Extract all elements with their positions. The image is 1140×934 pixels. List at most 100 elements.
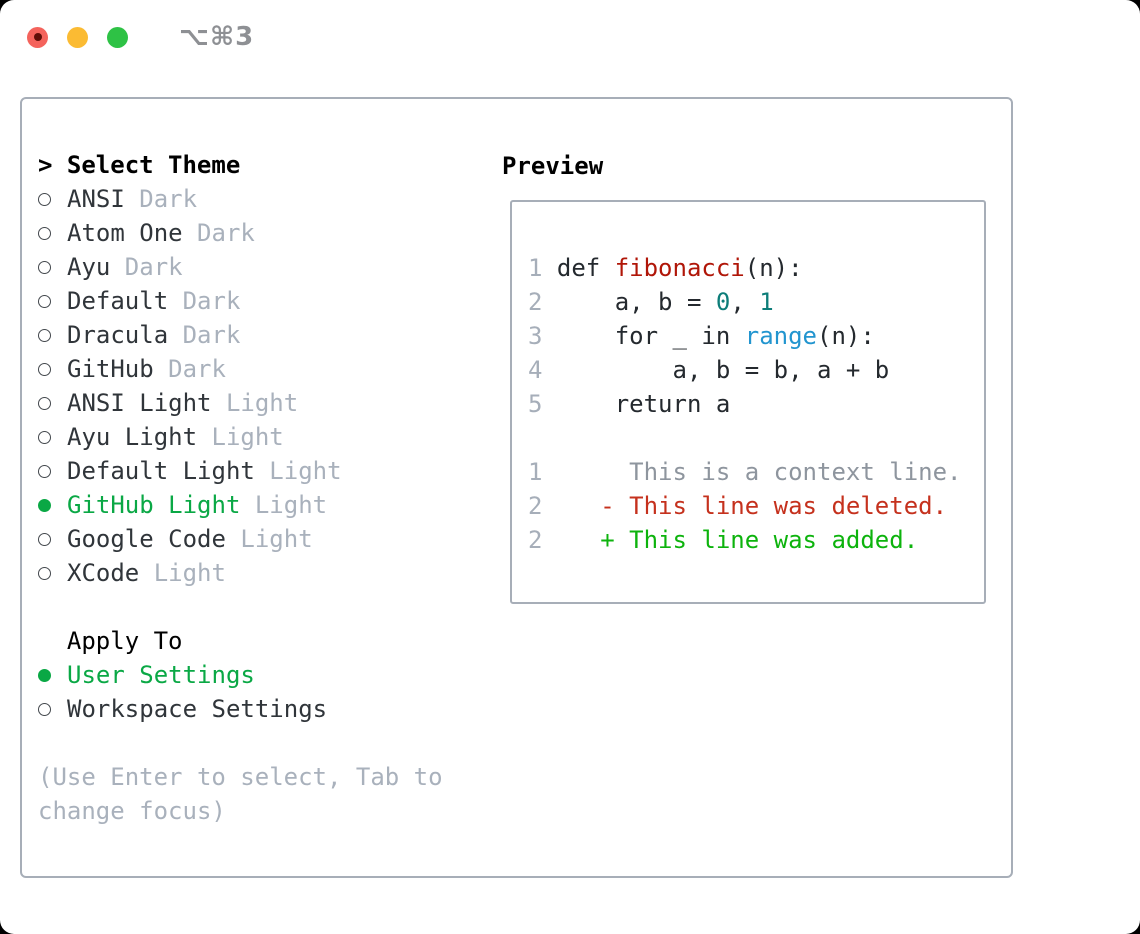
radio-selected-icon — [38, 668, 51, 682]
token-plain: (n): — [744, 254, 803, 282]
diff-deleted-line: 2 - This line was deleted. — [528, 489, 984, 523]
option-label: Google Code — [67, 525, 226, 553]
option-label: Dracula — [67, 321, 169, 349]
help-text-line-2: change focus) — [38, 797, 226, 825]
variant-label: Light — [197, 423, 284, 451]
token-fn: fibonacci — [614, 254, 745, 282]
code-line: 5 return a — [528, 387, 984, 421]
theme-option-default[interactable]: Default Dark — [38, 284, 443, 318]
apply-option-workspace-settings[interactable]: Workspace Settings — [38, 692, 443, 726]
apply-to-header: Apply To — [66, 627, 183, 655]
radio-unselected-icon — [38, 328, 51, 342]
titlebar: ⌥⌘3 — [27, 22, 254, 52]
radio-unselected-icon — [38, 430, 51, 444]
radio-unselected-icon — [38, 362, 51, 376]
radio-selected-icon — [38, 498, 51, 512]
radio-unselected-icon — [38, 226, 51, 240]
code-line: 4 a, b = b, a + b — [528, 353, 984, 387]
token-plain: for _ in — [556, 322, 745, 350]
select-theme-title: Select Theme — [66, 151, 241, 179]
spacer — [38, 726, 443, 760]
option-label: XCode — [67, 559, 140, 587]
option-label: Atom One — [67, 219, 183, 247]
minimize-button[interactable] — [67, 26, 88, 48]
spacer — [38, 590, 443, 624]
option-label: ANSI — [67, 185, 125, 213]
option-label: Default — [67, 287, 169, 315]
token-plain: (n): — [817, 322, 875, 350]
theme-option-github[interactable]: GitHub Dark — [38, 352, 443, 386]
token-builtin: range — [744, 322, 817, 350]
theme-option-xcode[interactable]: XCode Light — [38, 556, 443, 590]
code-line: 2 a, b = 0, 1 — [528, 285, 984, 319]
token-add: + This line was added. — [556, 526, 919, 554]
token-ctx: This is a context line. — [556, 458, 962, 486]
theme-option-github-light[interactable]: GitHub Light Light — [38, 488, 443, 522]
window-title: ⌥⌘3 — [179, 22, 255, 52]
line-number: 1 — [528, 458, 557, 486]
token-plain: a, b = — [556, 288, 716, 316]
prompt-icon: > — [38, 151, 53, 179]
variant-label: Light — [254, 457, 342, 485]
variant-label: Dark — [153, 355, 226, 383]
select-theme-header: > Select Theme — [38, 148, 443, 182]
line-number: 2 — [528, 526, 557, 554]
token-plain: a, b = b, a + b — [556, 356, 890, 384]
variant-label: Dark — [168, 321, 241, 349]
radio-unselected-icon — [38, 294, 51, 308]
variant-label: Light — [211, 389, 299, 417]
token-num: 1 — [759, 288, 774, 316]
theme-option-ayu[interactable]: Ayu Dark — [38, 250, 443, 284]
theme-option-atom-one[interactable]: Atom One Dark — [38, 216, 443, 250]
code-line: 3 for _ in range(n): — [528, 319, 984, 353]
token-del: - This line was deleted. — [556, 492, 948, 520]
line-number: 1 — [528, 254, 557, 282]
line-number: 5 — [528, 390, 557, 418]
radio-unselected-icon — [38, 192, 51, 206]
token-num: 0 — [715, 288, 731, 316]
option-label: Default Light — [67, 457, 255, 485]
line-number: 2 — [528, 492, 557, 520]
diff-context-line: 1 This is a context line. — [528, 455, 984, 489]
radio-unselected-icon — [38, 260, 51, 274]
zoom-button[interactable] — [107, 26, 128, 48]
token-plain: , — [730, 288, 760, 316]
close-dot-icon — [33, 33, 42, 41]
theme-option-ansi-light[interactable]: ANSI Light Light — [38, 386, 443, 420]
option-label: ANSI Light — [67, 389, 212, 417]
theme-option-dracula[interactable]: Dracula Dark — [38, 318, 443, 352]
line-number: 4 — [528, 356, 557, 384]
option-label: Ayu Light — [67, 423, 198, 451]
variant-label: Dark — [110, 253, 183, 281]
token-plain: return a — [556, 390, 731, 418]
apply-option-user-settings[interactable]: User Settings — [38, 658, 443, 692]
blank-line — [528, 421, 984, 455]
theme-option-ansi[interactable]: ANSI Dark — [38, 182, 443, 216]
option-label: GitHub Light — [67, 491, 241, 519]
option-label: Workspace Settings — [67, 695, 328, 723]
variant-label: Light — [225, 525, 313, 553]
variant-label: Light — [139, 559, 226, 587]
code-line: 1 def fibonacci(n): — [528, 251, 984, 285]
diff-added-line: 2 + This line was added. — [528, 523, 984, 557]
variant-label: Dark — [168, 287, 241, 315]
line-number: 3 — [528, 322, 557, 350]
theme-option-ayu-light[interactable]: Ayu Light Light — [38, 420, 443, 454]
radio-unselected-icon — [38, 702, 51, 716]
radio-unselected-icon — [38, 532, 51, 546]
option-label: GitHub — [67, 355, 154, 383]
close-button[interactable] — [27, 26, 48, 48]
theme-option-google-code[interactable]: Google Code Light — [38, 522, 443, 556]
token-plain: def — [556, 254, 615, 282]
theme-option-default-light[interactable]: Default Light Light — [38, 454, 443, 488]
radio-unselected-icon — [38, 566, 51, 580]
radio-unselected-icon — [38, 464, 51, 478]
help-text-line-1: (Use Enter to select, Tab to — [38, 763, 443, 791]
